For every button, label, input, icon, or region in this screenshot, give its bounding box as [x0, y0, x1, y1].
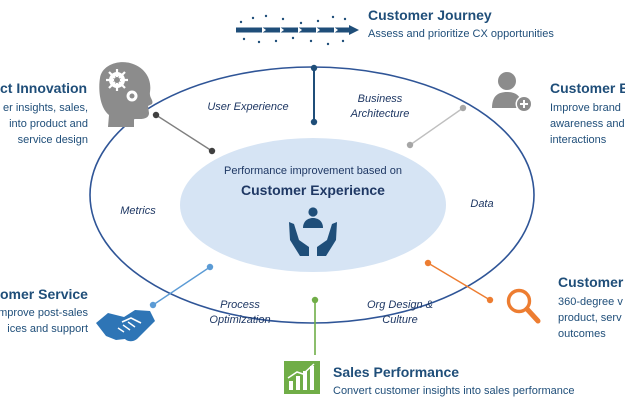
ring-label-line: Org Design &	[366, 299, 434, 311]
dotted-arrow-icon	[236, 14, 359, 46]
ring-label-data: Data	[470, 198, 494, 210]
ring-label-line: Optimization	[209, 314, 271, 326]
connector-customer-insights	[427, 262, 491, 301]
customer-insights-desc-line: product, serv	[558, 312, 622, 324]
customer-journey-desc: Assess and prioritize CX opportunities	[368, 28, 554, 40]
ring-label-process-optimization: Process Optimization	[192, 298, 288, 328]
connector-customer-engagement	[409, 107, 464, 146]
ring-label-metrics: Metrics	[120, 205, 156, 217]
customer-journey-title: Customer Journey	[368, 7, 492, 23]
connector-dot	[310, 64, 318, 72]
connector-customer-service	[152, 266, 211, 306]
product-innovation-title: ct Innovation	[0, 80, 88, 96]
connector-dot	[424, 259, 432, 267]
customer-insights-desc-line: 360-degree v	[558, 296, 623, 308]
connector-dot	[406, 141, 414, 149]
ring-label-line: Business	[357, 93, 403, 105]
ring-label-line: Architecture	[350, 108, 410, 120]
connector-dot	[459, 104, 467, 112]
ring-label-line: Process	[220, 299, 260, 311]
customer-service-desc-line: ices and support	[7, 323, 88, 335]
connector-dot	[310, 118, 318, 126]
customer-service-desc-line: mprove post-sales	[0, 307, 88, 319]
customer-service-title: omer Service	[0, 286, 88, 302]
bar-chart-icon	[284, 361, 320, 394]
center-subtitle: Performance improvement based on	[224, 165, 402, 177]
hands-holding-person-icon	[289, 207, 337, 256]
customer-engagement-title: Customer E	[550, 80, 625, 96]
handshake-icon	[96, 310, 155, 342]
connector-dot	[206, 263, 214, 271]
ring-label-line: Culture	[382, 314, 418, 326]
connector-dot	[208, 147, 216, 155]
connector-product-innovation	[155, 114, 213, 152]
customer-engagement-desc-line: awareness and	[550, 118, 625, 130]
connector-dot	[152, 111, 160, 119]
customer-engagement-desc-line: interactions	[550, 134, 607, 146]
connector-dot	[311, 296, 319, 304]
ring-label-business-architecture: Business Architecture	[330, 92, 430, 122]
product-innovation-desc-line: er insights, sales,	[3, 102, 88, 114]
product-innovation-desc-line: service design	[17, 134, 88, 146]
sales-performance-title: Sales Performance	[333, 364, 460, 380]
sales-performance-desc: Convert customer insights into sales per…	[333, 385, 575, 397]
center-ellipse	[180, 138, 446, 272]
head-gears-icon	[99, 62, 153, 127]
customer-engagement-desc-line: Improve brand	[550, 102, 621, 114]
connector-dot	[149, 301, 157, 309]
connector-dot	[486, 296, 494, 304]
customer-insights-desc-line: outcomes	[558, 328, 606, 340]
user-add-icon	[492, 72, 533, 113]
customer-insights-title: Customer	[558, 274, 624, 290]
ring-label-user-experience: User Experience	[207, 101, 289, 113]
magnifier-icon	[506, 288, 541, 324]
product-innovation-desc-line: into product and	[9, 118, 88, 130]
ring-label-org-design: Org Design & Culture	[350, 298, 450, 328]
center-title: Customer Experience	[241, 182, 385, 198]
